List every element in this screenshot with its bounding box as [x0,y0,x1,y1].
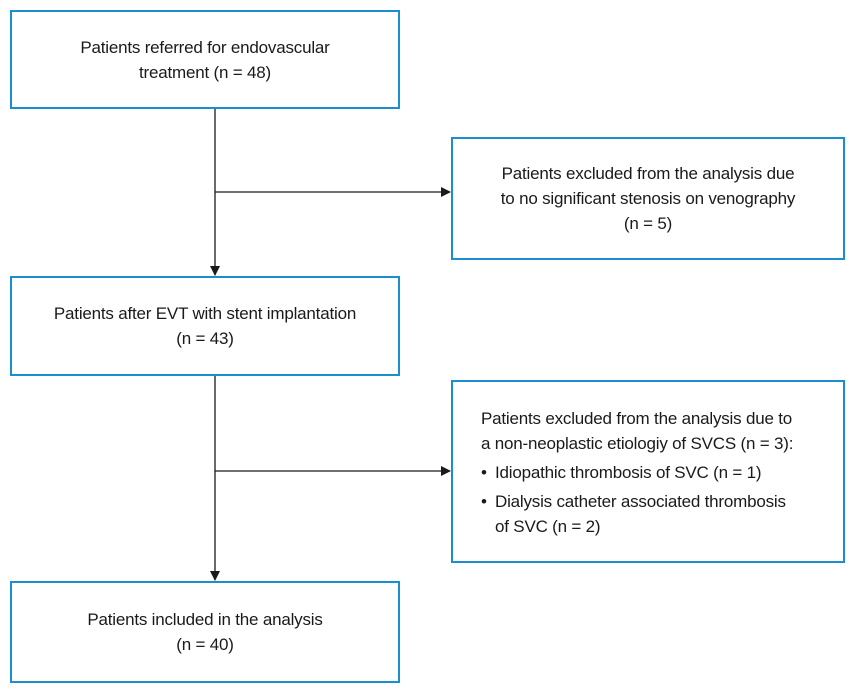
bullet-text-line-1: Idiopathic thrombosis of SVC (n = 1) [495,463,762,482]
box-excluded-stenosis-line-3: (n = 5) [623,214,673,233]
bullet-text-line-2: of SVC (n = 2) [495,517,601,536]
box-excluded-stenosis-line-2: to no significant stenosis on venography [500,189,796,208]
box-excluded-stenosis-line-1: Patients excluded from the analysis due [501,164,795,183]
box-after-evt-line-2: (n = 43) [176,329,234,348]
bullet-text-line-1: Dialysis catheter associated thrombosis [495,492,786,511]
bullet-item-idiopathic: • Idiopathic thrombosis of SVC (n = 1) [481,460,843,485]
box-referred-line-2: treatment (n = 48) [139,62,271,82]
bullet-icon: • [481,463,487,482]
box-referred-line-1: Patients referred for endovascular [80,37,330,57]
bullet-item-dialysis: • Dialysis catheter associated thrombosi… [481,489,843,539]
box-excluded-etiology-line-1: Patients excluded from the analysis due … [481,409,793,428]
box-after-evt-line-1: Patients after EVT with stent implantati… [53,304,357,323]
box-excluded-etiology-line-2: a non-neoplastic etiologiy of SVCS (n = … [481,434,794,453]
box-patients-included: Patients included in the analysis (n = 4… [10,581,400,683]
box-excluded-no-stenosis: Patients excluded from the analysis due … [451,137,845,260]
bullet-icon: • [481,492,487,511]
box-included-line-1: Patients included in the analysis [87,610,323,629]
box-patients-referred: Patients referred for endovascular treat… [10,10,400,109]
box-excluded-non-neoplastic: Patients excluded from the analysis due … [451,380,845,563]
box-patients-after-evt: Patients after EVT with stent implantati… [10,276,400,376]
box-included-line-2: (n = 40) [176,635,234,654]
